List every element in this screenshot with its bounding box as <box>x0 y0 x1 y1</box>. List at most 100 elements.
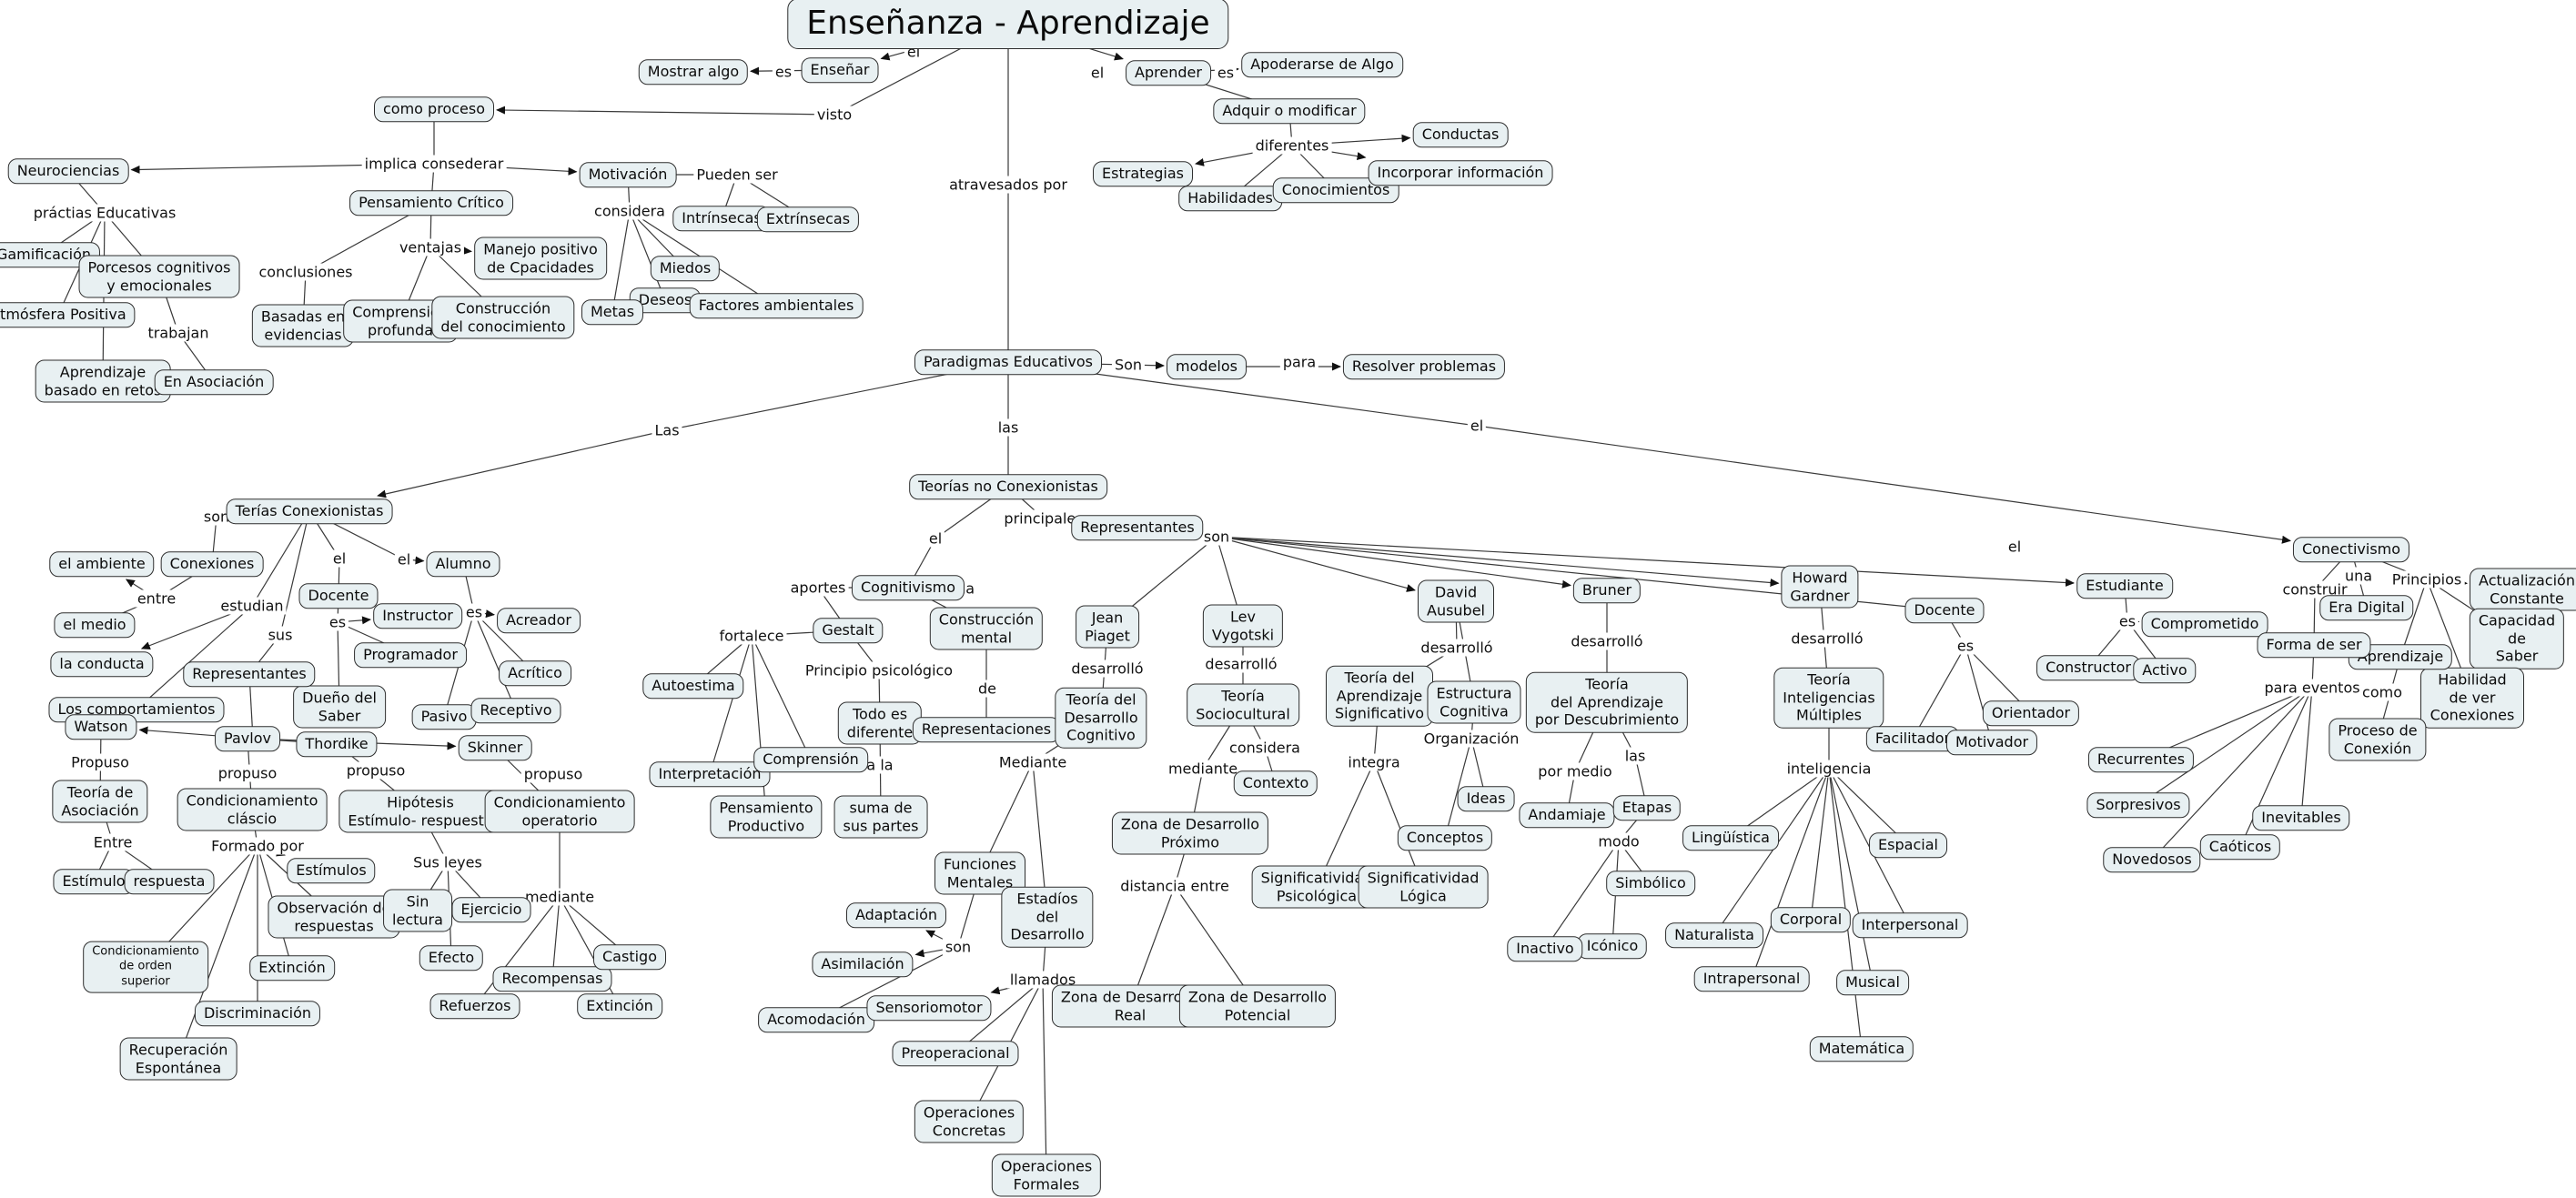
concept-node-enasociacion[interactable]: En Asociación <box>154 369 274 395</box>
concept-node-motivador[interactable]: Motivador <box>1945 730 2038 755</box>
concept-node-castigo[interactable]: Castigo <box>593 944 666 970</box>
concept-node-intrinsecas[interactable]: Intrínsecas <box>672 206 771 231</box>
link-label-l_des4[interactable]: desarrolló <box>1568 632 1646 650</box>
concept-node-manejo[interactable]: Manejo positivo de Cpacidades <box>474 237 607 280</box>
concept-node-porcesos[interactable]: Porcesos cognitivos y emocionales <box>78 255 240 298</box>
link-label-l_son1[interactable]: Son <box>1111 356 1146 374</box>
concept-node-docentel[interactable]: Docente <box>298 583 379 609</box>
concept-node-autoestima[interactable]: Autoestima <box>642 673 744 699</box>
concept-node-incorporar[interactable]: Incorporar información <box>1368 160 1553 186</box>
concept-node-matematica[interactable]: Matemática <box>1809 1036 1914 1062</box>
link-label-l_integra[interactable]: integra <box>1345 753 1403 771</box>
concept-node-docenter[interactable]: Docente <box>1904 598 1985 623</box>
concept-node-actualizacion[interactable]: Actualización Constante <box>2470 568 2576 611</box>
concept-node-efecto[interactable]: Efecto <box>419 945 484 971</box>
concept-node-gestalt[interactable]: Gestalt <box>813 618 884 643</box>
concept-node-estimulos[interactable]: Estímulos <box>287 858 376 883</box>
link-label-l_esa[interactable]: es <box>462 603 486 621</box>
link-label-l_propuso4[interactable]: propuso <box>520 765 586 783</box>
concept-node-title[interactable]: Enseñanza - Aprendizaje <box>787 0 1229 49</box>
concept-node-opformales[interactable]: Operaciones Formales <box>991 1153 1102 1197</box>
link-label-l_puedenser[interactable]: Pueden ser <box>693 166 781 184</box>
concept-node-caoticos[interactable]: Caóticos <box>2199 834 2281 860</box>
link-label-l_distancia[interactable]: distancia entre <box>1117 877 1232 895</box>
link-label-l_aportes[interactable]: aportes <box>787 579 849 597</box>
link-label-l_es1[interactable]: es <box>772 63 795 81</box>
concept-node-teoriaasoc[interactable]: Teoría de Asociación <box>52 780 148 823</box>
link-label-l_estudian[interactable]: estudian <box>217 597 287 615</box>
link-label-l_las2[interactable]: las <box>995 418 1022 437</box>
concept-node-opconcretas[interactable]: Operaciones Concretas <box>914 1100 1025 1143</box>
link-label-l_inteligencia[interactable]: inteligencia <box>1783 760 1874 778</box>
link-label-l_conclusiones[interactable]: conclusiones <box>256 263 356 281</box>
concept-node-ejercicio[interactable]: Ejercicio <box>451 897 531 922</box>
concept-node-sensoriomotor[interactable]: Sensoriomotor <box>866 995 992 1021</box>
link-label-l_de[interactable]: de <box>975 680 999 698</box>
link-label-l_diferentes[interactable]: diferentes <box>1252 136 1332 155</box>
link-label-l_modo[interactable]: modo <box>1595 832 1642 851</box>
link-label-l_des5[interactable]: desarrolló <box>1788 629 1866 648</box>
link-label-l_esd[interactable]: es <box>326 613 349 631</box>
link-label-l_elc[interactable]: el <box>925 529 945 548</box>
link-label-l_sonc[interactable]: son <box>1200 528 1233 546</box>
concept-node-condclasico[interactable]: Condicionamiento cláscio <box>177 788 328 831</box>
concept-node-ausubel[interactable]: David Ausubel <box>1417 579 1495 623</box>
concept-node-laconducta[interactable]: la conducta <box>50 651 154 677</box>
link-label-l_des1[interactable]: desarrolló <box>1068 659 1147 678</box>
concept-node-todoes[interactable]: Todo es diferente <box>837 701 923 745</box>
concept-node-extrinsecas[interactable]: Extrínsecas <box>756 206 860 232</box>
concept-node-representaciones[interactable]: Representaciones <box>912 717 1061 742</box>
concept-node-pavlov[interactable]: Pavlov <box>215 726 280 751</box>
concept-node-teoriaintel[interactable]: Teoría Inteligencias Múltiples <box>1773 667 1884 729</box>
concept-node-conductas[interactable]: Conductas <box>1412 122 1509 147</box>
link-label-l_ala[interactable]: a la <box>864 756 896 774</box>
concept-node-zpotencial[interactable]: Zona de Desarrollo Potencial <box>1178 984 1337 1028</box>
concept-node-mostrar[interactable]: Mostrar algo <box>638 59 749 85</box>
concept-node-teoriadesarrollo[interactable]: Teoría del Desarrollo Cognitivo <box>1055 687 1147 749</box>
link-label-l_ese[interactable]: es <box>2116 612 2139 630</box>
concept-node-teoriasig[interactable]: Teoría del Aprendizaje Significativo <box>1326 665 1433 727</box>
concept-node-simbolico[interactable]: Simbólico <box>1606 871 1695 896</box>
concept-node-acritico[interactable]: Acrítico <box>499 660 571 686</box>
concept-node-cognitivismo[interactable]: Cognitivismo <box>851 575 965 600</box>
concept-node-activo[interactable]: Activo <box>2133 658 2197 683</box>
concept-node-observacion[interactable]: Observación de respuestas <box>268 895 400 939</box>
concept-node-paradigmas[interactable]: Paradigmas Educativos <box>914 349 1103 375</box>
concept-node-bruner[interactable]: Bruner <box>1572 578 1642 603</box>
concept-node-metas[interactable]: Metas <box>581 299 644 325</box>
link-label-l_el2[interactable]: el <box>1087 64 1107 82</box>
concept-node-estimulo[interactable]: Estímulo <box>53 869 135 894</box>
concept-node-sociocultural[interactable]: Teoría Sociocultural <box>1187 683 1299 727</box>
concept-node-skinner[interactable]: Skinner <box>458 735 532 760</box>
link-label-l_considera1[interactable]: considera <box>591 202 668 220</box>
concept-node-formadeser[interactable]: Forma de ser <box>2257 632 2371 658</box>
concept-node-adquir[interactable]: Adquir o modificar <box>1213 98 1366 124</box>
concept-node-terias[interactable]: Terías Conexionistas <box>226 498 393 524</box>
link-label-l_des3[interactable]: desarrolló <box>1418 639 1496 657</box>
concept-node-suma[interactable]: suma de sus partes <box>833 795 928 839</box>
link-label-l_principio[interactable]: Principio psicológico <box>802 661 956 680</box>
concept-node-andamiaje[interactable]: Andamiaje <box>1519 802 1615 828</box>
concept-node-interpretacion[interactable]: Interpretación <box>649 761 771 787</box>
concept-node-asimilacion[interactable]: Asimilación <box>812 951 914 977</box>
link-label-l_practias[interactable]: práctias Educativas <box>30 204 179 222</box>
concept-node-miedos[interactable]: Miedos <box>650 256 721 281</box>
link-label-l_mediante2[interactable]: Mediante <box>995 753 1070 771</box>
concept-node-construccioncon[interactable]: Construcción del conocimiento <box>431 296 575 339</box>
link-label-l_construir[interactable]: construir <box>2279 580 2350 599</box>
concept-node-conectivismo[interactable]: Conectivismo <box>2292 537 2410 562</box>
link-label-l_sonf[interactable]: son <box>942 938 975 956</box>
concept-node-instructor[interactable]: Instructor <box>373 603 462 629</box>
link-label-l_principios[interactable]: Principios <box>2389 570 2465 589</box>
concept-node-sinlectura[interactable]: Sin lectura <box>383 889 452 932</box>
link-label-l_susleyes[interactable]: Sus leyes <box>410 853 485 871</box>
concept-node-preoperacional[interactable]: Preoperacional <box>892 1041 1019 1066</box>
concept-node-acreador[interactable]: Acreador <box>497 608 581 633</box>
link-label-l_como[interactable]: como <box>2359 683 2405 701</box>
concept-node-gardner[interactable]: Howard Gardner <box>1781 565 1859 609</box>
concept-node-pasivo[interactable]: Pasivo <box>411 704 477 730</box>
concept-node-teoriasno[interactable]: Teorías no Conexionistas <box>909 474 1107 499</box>
concept-node-penscrit[interactable]: Pensamiento Crítico <box>349 190 513 216</box>
concept-node-motivacion[interactable]: Motivación <box>579 162 677 187</box>
link-label-l_considera2[interactable]: considera <box>1227 739 1303 757</box>
